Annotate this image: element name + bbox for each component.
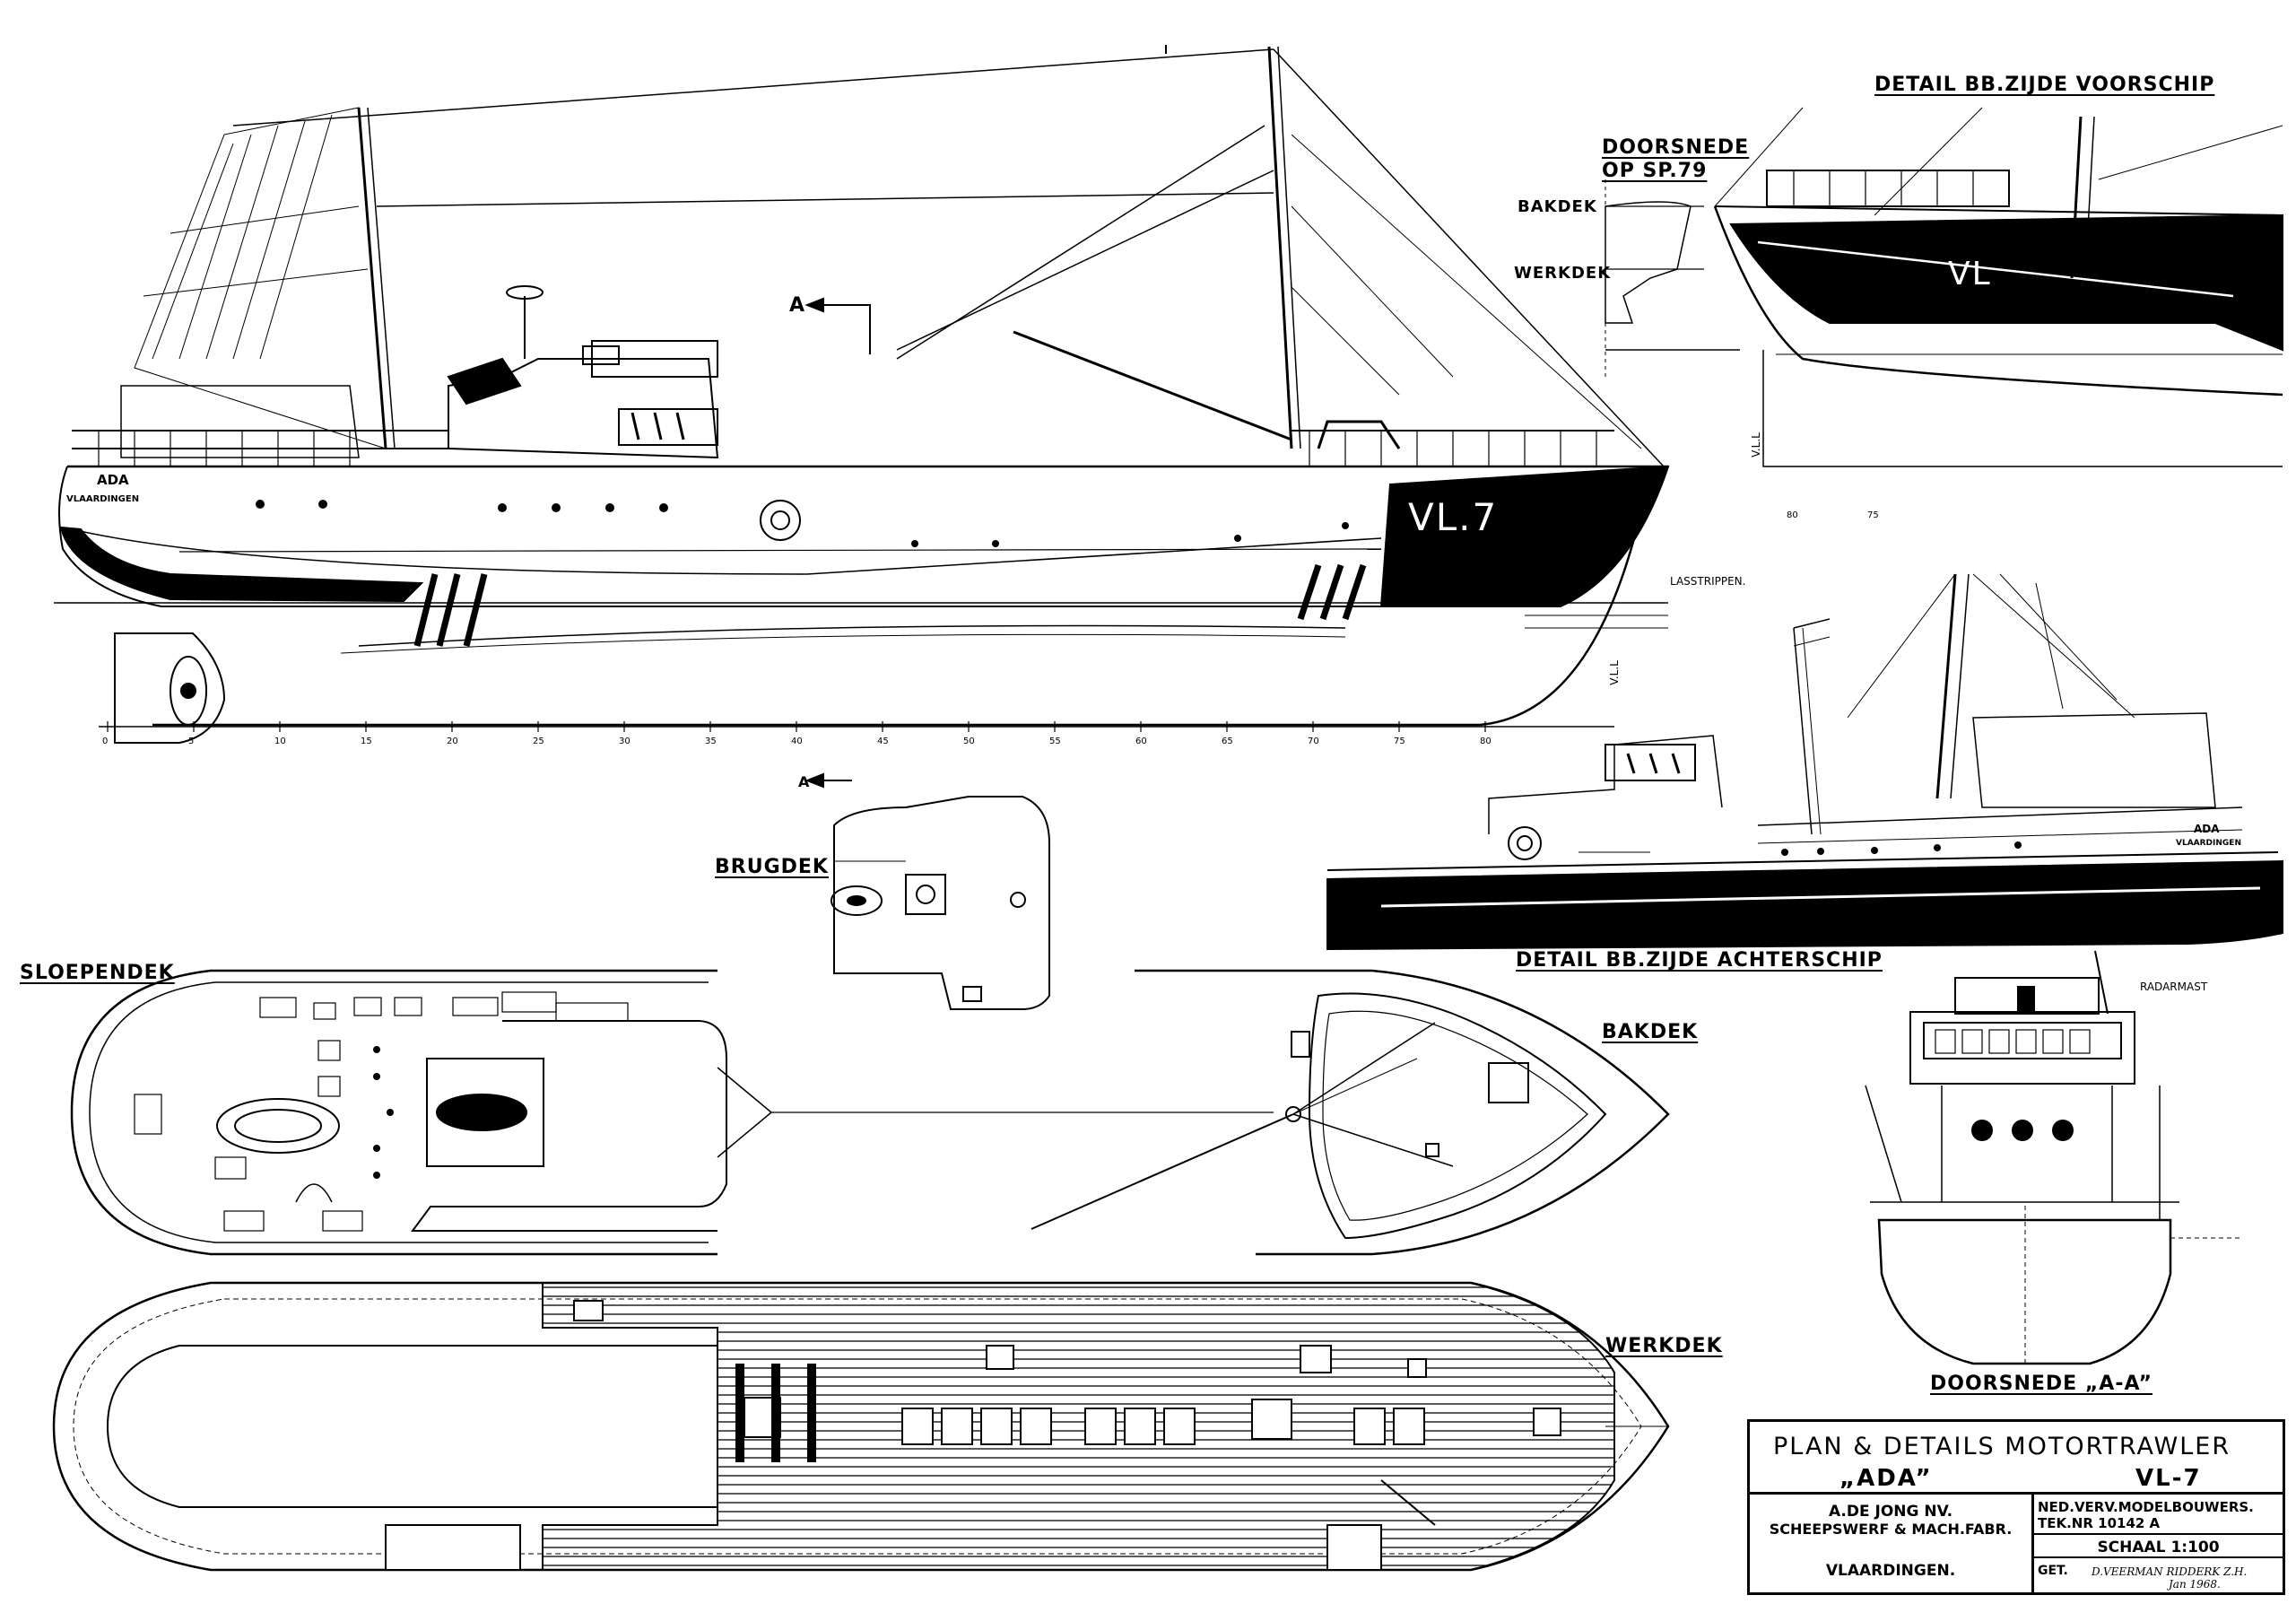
- frame-number: 40: [791, 737, 803, 746]
- working-deck-plan: [52, 1281, 1670, 1572]
- hull-port: VLAARDINGEN: [66, 494, 140, 504]
- bow-detail-title: DETAIL BB.ZIJDE VOORSCHIP: [1874, 74, 2215, 96]
- title-block-ship-name: „ADA”: [1839, 1465, 1933, 1492]
- forecastle-deck-title: BAKDEK: [1602, 1021, 1699, 1043]
- frame-number: 50: [963, 737, 975, 746]
- drawn-by-signature: D.VEERMAN RIDDERK Z.H.: [2092, 1565, 2248, 1578]
- frame-number: 80: [1480, 737, 1492, 746]
- forecastle-deck-plan: [1031, 969, 1670, 1256]
- frame-number: 15: [361, 737, 372, 746]
- title-block-drawing-info: NED.VERV.MODELBOUWERS. TEK.NR 10142 A SC…: [2034, 1492, 2283, 1592]
- hull-registration: VL.7: [1408, 495, 1499, 539]
- lasstrippen-note: LASSTRIPPEN.: [1670, 575, 1746, 588]
- label-werkdek-side: WERKDEK: [1514, 264, 1612, 283]
- section-aa-title: DOORSNEDE „A-A”: [1930, 1373, 2152, 1395]
- side-elevation: [54, 45, 1670, 789]
- title-block-header: PLAN & DETAILS MOTORTRAWLER „ADA” VL-7: [1750, 1422, 2283, 1495]
- yard-name: A.DE JONG NV.: [1828, 1503, 1953, 1521]
- section-aa: [1865, 950, 2242, 1365]
- frame-number: 0: [102, 737, 109, 746]
- boat-deck-title: SLOEPENDEK: [20, 962, 175, 984]
- frame-number: 60: [1135, 737, 1147, 746]
- frame-number: 5: [188, 737, 195, 746]
- frame-number: 65: [1222, 737, 1233, 746]
- yard-description: SCHEEPSWERF & MACH.FABR.: [1769, 1521, 2013, 1538]
- drawing-number: TEK.NR 10142 A: [2038, 1515, 2161, 1531]
- bridge-deck-plan: [831, 796, 1050, 1010]
- stern-detail-port: VLAARDINGEN: [2176, 839, 2241, 848]
- frame-number: 75: [1394, 737, 1405, 746]
- frame-number: 30: [619, 737, 631, 746]
- hull-name: ADA: [97, 472, 129, 488]
- yard-city: VLAARDINGEN.: [1825, 1562, 1956, 1580]
- frame-number: 10: [274, 737, 286, 746]
- title-block-heading: PLAN & DETAILS MOTORTRAWLER: [1773, 1433, 2231, 1460]
- radarmast-label: RADARMAST: [2140, 981, 2208, 993]
- frame-number: 45: [877, 737, 889, 746]
- title-block-registration: VL-7: [2135, 1465, 2202, 1492]
- section-sp79-title-line2: OP SP.79: [1602, 160, 1708, 182]
- bow-detail: [1713, 107, 2283, 467]
- section-sp79: [1605, 179, 1740, 377]
- boat-deck-plan: [70, 969, 1274, 1256]
- title-block-yard: A.DE JONG NV. SCHEEPSWERF & MACH.FABR. V…: [1750, 1492, 2034, 1592]
- frame-number: 20: [447, 737, 458, 746]
- frame-number: 25: [533, 737, 544, 746]
- frame-number: 35: [705, 737, 717, 746]
- drawing-scale: SCHAAL 1:100: [2034, 1533, 2283, 1558]
- section-sp79-title-line1: DOORSNEDE: [1602, 136, 1750, 159]
- bridge-deck-title: BRUGDEK: [715, 856, 829, 878]
- bow-detail-registration: VL: [1948, 256, 1992, 292]
- stern-detail-name: ADA: [2194, 823, 2220, 835]
- drawing-date: Jan 1968.: [2169, 1578, 2221, 1591]
- label-bakdek-side: BAKDEK: [1518, 197, 1597, 216]
- section-marker-a-lower: A: [798, 773, 810, 790]
- title-block: PLAN & DETAILS MOTORTRAWLER „ADA” VL-7 A…: [1747, 1419, 2285, 1595]
- vll-label-stern: V.L.L: [1607, 660, 1621, 685]
- section-marker-a: A: [789, 294, 806, 317]
- drawn-by-label: GET.: [2038, 1564, 2068, 1578]
- organisation: NED.VERV.MODELBOUWERS.: [2038, 1499, 2254, 1515]
- bow-detail-frame-75: 75: [1867, 510, 1879, 520]
- working-deck-title: WERKDEK: [1605, 1335, 1723, 1357]
- frame-number: 70: [1308, 737, 1319, 746]
- stern-detail-title: DETAIL BB.ZIJDE ACHTERSCHIP: [1516, 949, 1883, 972]
- vll-label: V.L.L: [1749, 432, 1762, 458]
- frame-number: 55: [1049, 737, 1061, 746]
- bow-detail-frame-80: 80: [1787, 510, 1798, 520]
- stern-detail: [1326, 573, 2283, 951]
